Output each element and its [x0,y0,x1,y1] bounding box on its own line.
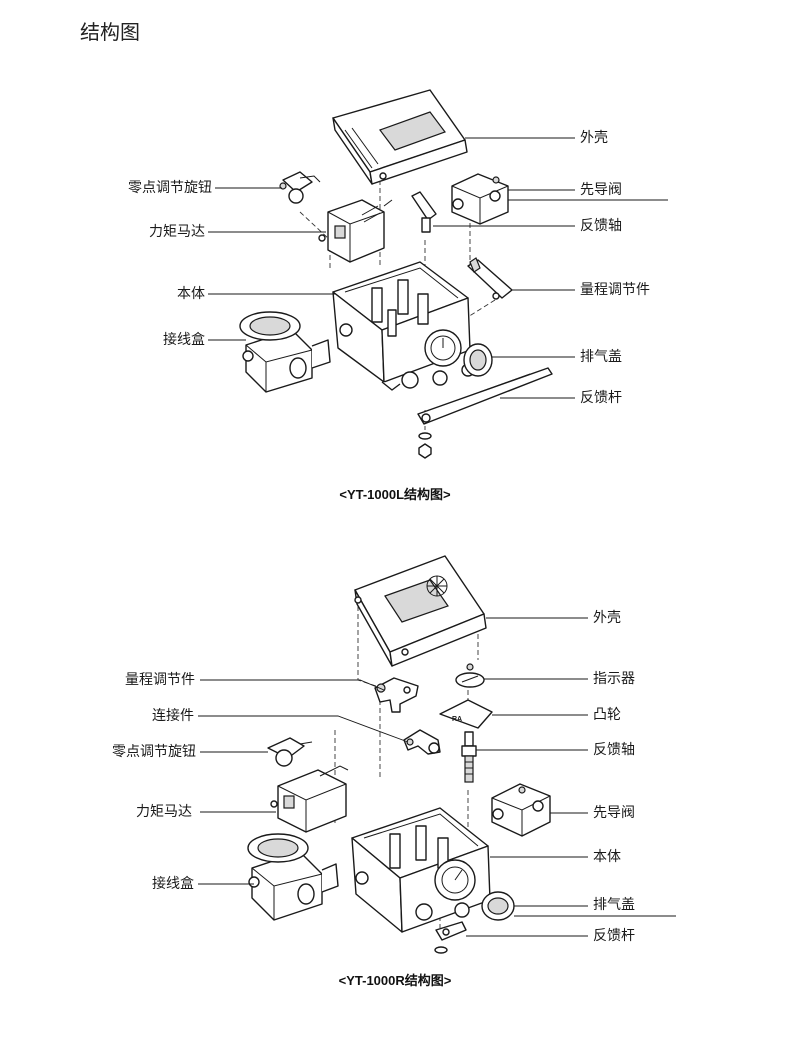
label-junction-box-r: 接线盒 [152,876,194,892]
cam-mark: RA [452,716,462,723]
housing-r [354,555,487,667]
indicator-r [455,663,485,688]
junction-box-r [247,833,339,921]
pilot-valve-r [491,783,551,837]
label-exhaust-cover-r: 排气盖 [593,897,635,913]
label-span-adjuster-l: 量程调节件 [580,282,650,298]
label-zero-knob-r: 零点调节旋钮 [112,744,196,760]
label-torque-motor-l: 力矩马达 [149,224,205,240]
diagram-l [208,89,668,459]
label-zero-knob-l: 零点调节旋钮 [128,180,212,196]
leader-lines-l [208,137,668,399]
label-exhaust-cover-l: 排气盖 [580,349,622,365]
label-feedback-shaft-l: 反馈轴 [580,218,622,234]
caption-yt-1000r: <YT-1000R结构图> [338,973,452,988]
feedback-shaft-l [411,191,437,233]
label-pilot-valve-r: 先导阀 [593,805,635,821]
label-indicator-r: 指示器 [593,671,635,687]
zero-knob-l [279,171,321,204]
body-r [351,807,491,933]
feedback-shaft-r [461,731,477,783]
caption-yt-1000l: <YT-1000L结构图> [339,487,451,502]
label-body-l: 本体 [177,286,205,302]
label-connector-r: 连接件 [152,708,194,724]
cam-r: RA [439,699,493,729]
label-body-r: 本体 [593,849,621,865]
pilot-valve-l [451,173,509,225]
leader-lines-r [198,617,676,937]
feedback-lever-l [417,367,553,459]
label-housing-l: 外壳 [580,130,608,146]
connector-r [403,729,441,755]
label-housing-r: 外壳 [593,610,621,626]
torque-motor-r [270,765,349,833]
label-feedback-shaft-r: 反馈轴 [593,742,635,758]
torque-motor-l [318,199,393,263]
label-pilot-valve-l: 先导阀 [580,182,622,198]
span-adjuster-r [374,677,419,713]
exhaust-cover-l [463,343,493,377]
junction-box-l [239,311,331,393]
diagram-r: RA [198,555,676,954]
label-cam-r: 凸轮 [593,707,621,723]
page-title: 结构图 [80,20,140,44]
feedback-lever-r [434,921,467,954]
housing-l [332,89,468,185]
exhaust-cover-r [481,891,515,921]
zero-knob-r [267,737,313,767]
label-junction-box-l: 接线盒 [163,332,205,348]
label-span-adjuster-r: 量程调节件 [125,672,195,688]
label-feedback-lever-r: 反馈杆 [593,928,635,944]
label-torque-motor-r: 力矩马达 [136,804,192,820]
span-adjuster-l [467,257,513,300]
label-feedback-lever-l: 反馈杆 [580,390,622,406]
body-l [332,261,475,391]
